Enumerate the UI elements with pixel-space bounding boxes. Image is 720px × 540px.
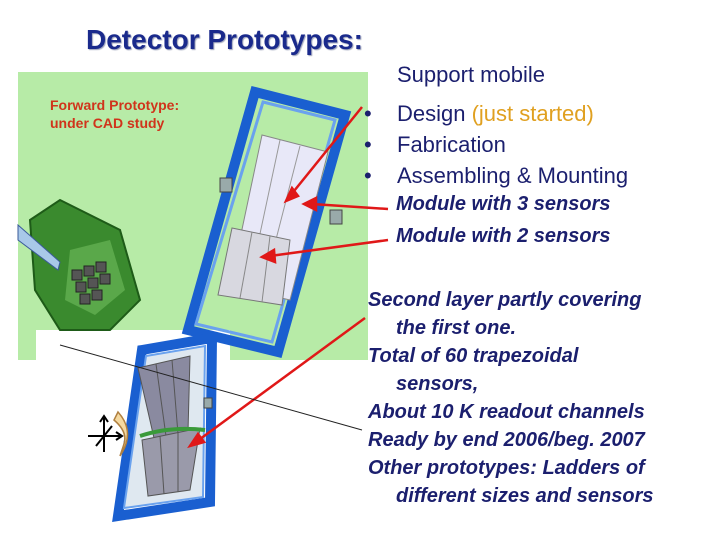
note-line: sensors, xyxy=(396,373,479,395)
cad-disc xyxy=(17,198,142,331)
bullet-item: • Fabrication xyxy=(364,129,628,160)
rotation-arrow-icon xyxy=(113,410,129,457)
bullet-text: Assembling & Mounting xyxy=(397,163,629,188)
bullet-subtext: (just started) xyxy=(471,101,594,126)
slide-title: Detector Prototypes: xyxy=(86,24,363,55)
cad-caption-line-1: Forward Prototype: xyxy=(50,97,180,113)
bullet-text: Fabrication xyxy=(397,132,506,157)
note-item: Second layer partly covering the first on… xyxy=(368,286,713,342)
note-line: About 10 K readout channels xyxy=(368,401,645,423)
bullet-list: • Design (just started) • Fabrication • Ass… xyxy=(364,98,628,191)
note-line: different sizes and sensors xyxy=(396,485,654,507)
cad-frame xyxy=(181,85,352,359)
cad-caption: Forward Prototype: under CAD study xyxy=(50,96,179,132)
bullet-item: • Assembling & Mounting xyxy=(364,160,628,191)
note-item: Other prototypes: Ladders of different si… xyxy=(368,454,713,510)
note-line: Second layer partly covering xyxy=(368,289,642,311)
bullet-dot-icon: • xyxy=(364,101,372,126)
cad-caption-line-2: under CAD study xyxy=(50,115,165,131)
note-item: About 10 K readout channels xyxy=(368,398,713,426)
prototype-photo xyxy=(112,332,218,522)
axes-icon xyxy=(88,414,124,452)
bullet-item: • Design (just started) xyxy=(364,98,628,129)
note-line: Ready by end 2006/beg. 2007 xyxy=(368,429,645,451)
bullet-dot-icon: • xyxy=(364,132,372,157)
note-item: Total of 60 trapezoidal sensors, xyxy=(368,342,713,398)
pointer-arrows xyxy=(59,106,389,449)
support-heading: Support mobile xyxy=(397,62,545,87)
module-2-sensors-label: Module with 2 sensors xyxy=(396,225,611,247)
module-3-sensors-label: Module with 3 sensors xyxy=(396,193,611,215)
note-line: Total of 60 trapezoidal xyxy=(368,345,579,367)
note-line: the first one. xyxy=(396,317,517,339)
bullet-text: Design xyxy=(397,101,472,126)
note-line: Other prototypes: Ladders of xyxy=(368,457,645,479)
note-item: Ready by end 2006/beg. 2007 xyxy=(368,426,713,454)
bullet-dot-icon: • xyxy=(364,163,372,188)
notes-list: Second layer partly covering the first on… xyxy=(368,286,713,510)
